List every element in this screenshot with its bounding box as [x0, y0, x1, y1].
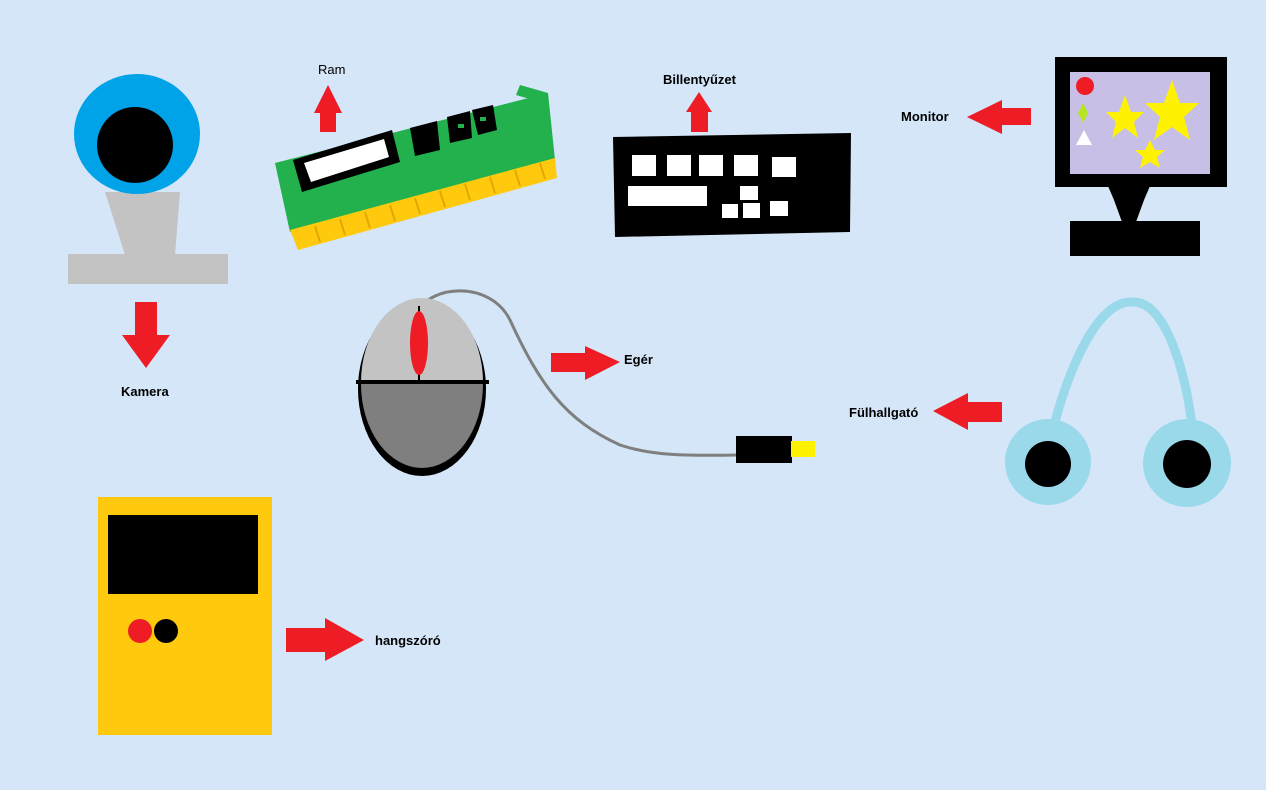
label-billentyuzet: Billentyűzet [663, 72, 736, 87]
label-ram: Ram [318, 62, 346, 77]
arrow-left-monitor [967, 100, 1031, 134]
arrow-up-billentyuzet [686, 92, 712, 132]
arrow-down-kamera [122, 302, 170, 368]
label-monitor: Monitor [901, 109, 949, 124]
ram-module-icon [275, 85, 557, 250]
arrow-right-hangszoro [286, 618, 364, 661]
keyboard-icon [613, 133, 851, 237]
label-fulhallgato: Fülhallgató [849, 405, 919, 420]
webcam-icon [68, 74, 228, 284]
label-eger: Egér [624, 352, 653, 367]
arrow-right-eger [551, 346, 620, 380]
mouse-icon [356, 289, 815, 476]
headphones-icon [1005, 297, 1231, 507]
arrow-left-fulhallgato [933, 393, 1002, 430]
arrow-up-ram [314, 85, 342, 132]
monitor-icon [1055, 57, 1227, 256]
label-kamera: Kamera [121, 384, 169, 399]
label-hangszoro: hangszóró [375, 633, 441, 648]
speaker-icon [98, 497, 272, 735]
